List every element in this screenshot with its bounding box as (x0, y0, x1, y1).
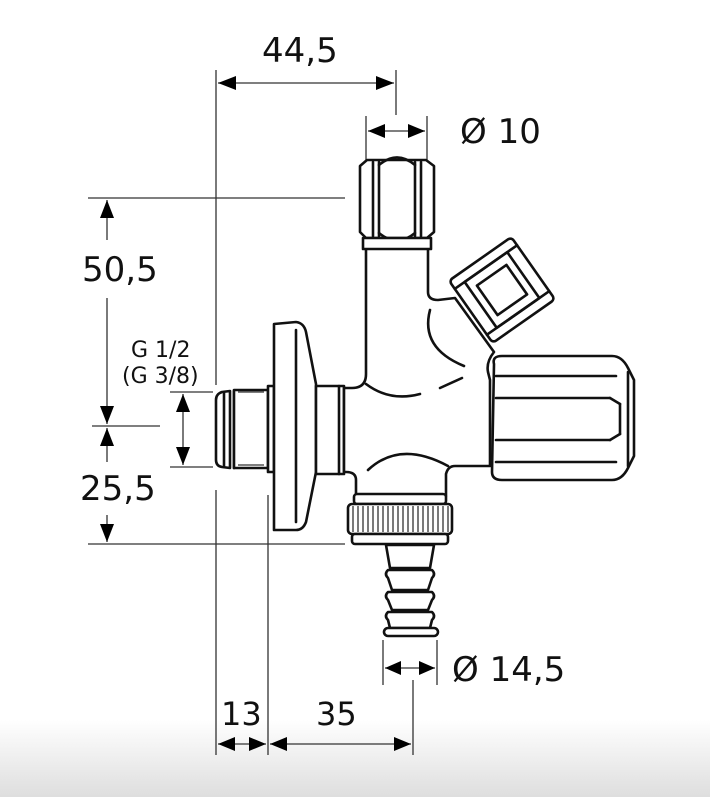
dimension-label-diameter-10: Ø 10 (460, 112, 541, 152)
thread-label-primary: G 1/2 (131, 338, 190, 363)
dimension-50-5: 50,5 (82, 200, 158, 424)
dimension-35: 35 (270, 695, 411, 751)
extension-lines (88, 70, 438, 755)
valve-body (214, 156, 636, 638)
dimension-diameter-14-5: Ø 14,5 (385, 650, 565, 690)
dimension-label-44-5: 44,5 (262, 31, 338, 71)
dimension-diameter-10: Ø 10 (368, 112, 541, 152)
dimension-25-5: 25,5 (80, 428, 156, 542)
thread-label-secondary: (G 3/8) (122, 364, 199, 389)
dimension-13: 13 (218, 695, 266, 751)
knurl-lines (352, 506, 449, 532)
dimension-label-35: 35 (316, 695, 357, 733)
thread-dimension: G 1/2 (G 3/8) (122, 338, 199, 465)
dimension-44-5: 44,5 (218, 31, 394, 90)
dimension-label-25-5: 25,5 (80, 469, 156, 509)
dimension-label-50-5: 50,5 (82, 250, 158, 290)
hose-connector (382, 543, 440, 638)
dimension-label-13: 13 (221, 695, 262, 733)
dimension-label-diameter-14-5: Ø 14,5 (452, 650, 565, 690)
